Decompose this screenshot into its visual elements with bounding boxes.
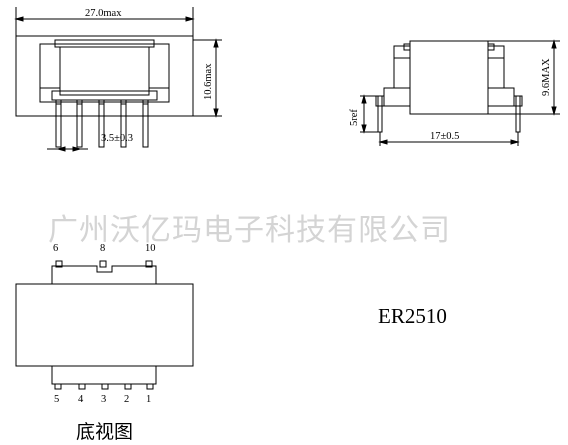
bottom-view-caption: 底视图	[76, 421, 133, 443]
side-height-label: 9.6MAX	[541, 58, 552, 96]
pin-label-8: 8	[100, 243, 105, 254]
model-label: ER2510	[378, 304, 447, 328]
pin-label-5: 5	[54, 394, 59, 405]
pin-pitch-label: 3.5±0.3	[101, 133, 133, 144]
bottom-view	[15, 260, 194, 390]
pin-label-10: 10	[145, 243, 156, 254]
pin-label-1: 1	[146, 394, 151, 405]
company-watermark: 广州沃亿玛电子科技有限公司	[48, 213, 451, 248]
pin-label-4: 4	[78, 394, 84, 405]
height-dimension-label: 10.6max	[203, 63, 214, 100]
side-view	[360, 39, 560, 146]
side-span-label: 17±0.5	[430, 131, 459, 142]
side-ref-label: 5ref	[349, 109, 360, 126]
width-dimension-label: 27.0max	[85, 8, 122, 19]
pin-label-2: 2	[124, 394, 129, 405]
pin-label-6: 6	[53, 243, 58, 254]
pin-label-3: 3	[101, 394, 106, 405]
front-view	[14, 7, 222, 152]
